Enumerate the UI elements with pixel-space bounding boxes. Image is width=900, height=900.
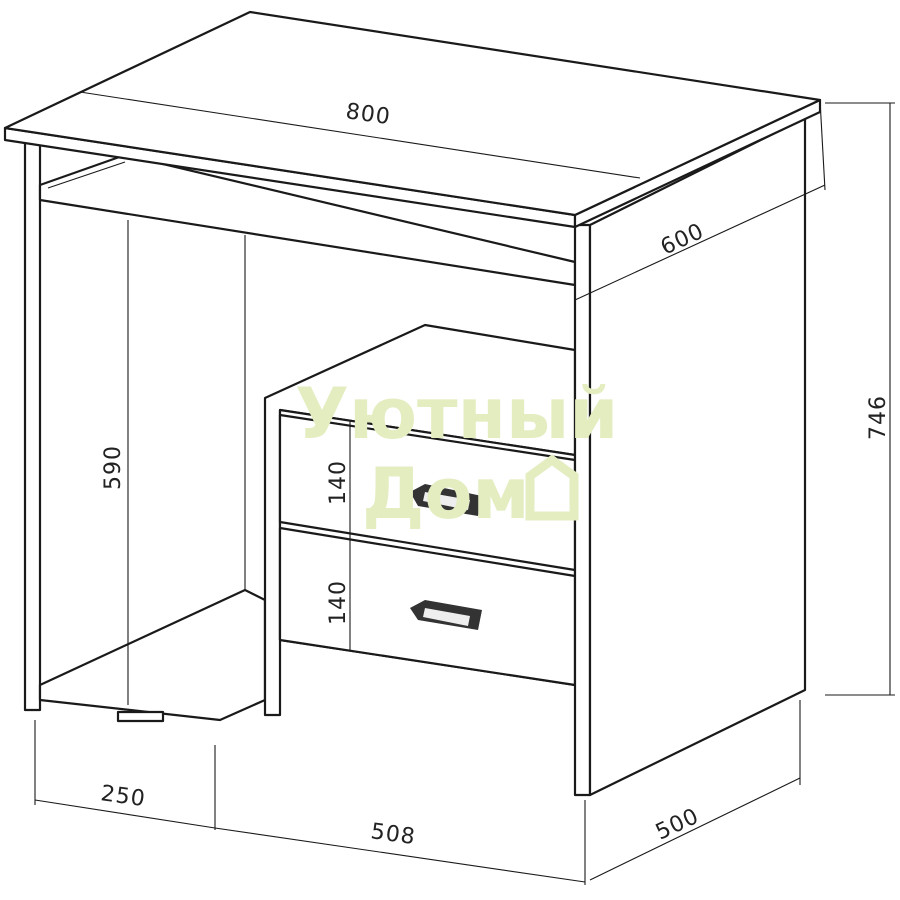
dimension-lines <box>34 91 895 885</box>
shelf-edge <box>47 161 126 189</box>
dim-shelf-label: 250 <box>99 781 147 812</box>
house-icon <box>525 454 579 521</box>
dim-side-depth-label: 500 <box>652 804 703 846</box>
dim-width-label: 800 <box>344 99 392 130</box>
drawer-handle-1[interactable] <box>410 484 482 516</box>
dim-inner-height-label: 590 <box>101 445 126 490</box>
dim-drawer1-label: 140 <box>326 460 351 505</box>
watermark: Уютный Дом <box>295 373 618 535</box>
watermark-line1: Уютный <box>295 373 618 455</box>
shelf-foot <box>116 710 165 723</box>
dim-height-label: 746 <box>866 395 891 440</box>
bottom-shelf <box>38 588 267 722</box>
dim-drawer2-label: 140 <box>326 580 351 625</box>
drawer-handle-2[interactable] <box>410 600 482 630</box>
watermark-line2: Дом <box>362 453 530 535</box>
dim-pedestal-label: 508 <box>369 819 417 850</box>
left-side-panel <box>23 138 42 712</box>
